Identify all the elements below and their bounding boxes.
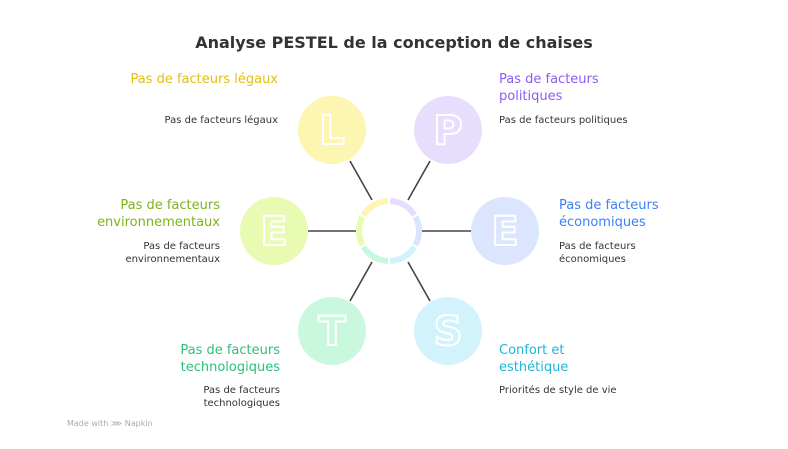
political-letter: P xyxy=(433,108,462,154)
political-ring-segment xyxy=(389,198,417,217)
political-heading: Pas de facteurs politiques xyxy=(499,72,599,104)
technological-heading: Pas de facteurs technologiques xyxy=(180,343,280,375)
environmental-ring-segment xyxy=(356,215,366,247)
legal-ring-segment xyxy=(361,198,389,217)
social-node: S xyxy=(414,297,482,365)
economic-desc: Pas de facteurs économiques xyxy=(559,241,636,265)
connector-p xyxy=(407,160,431,201)
connector-l xyxy=(349,160,373,201)
social-letter: S xyxy=(434,309,463,355)
legal-circle xyxy=(298,96,366,164)
legal-heading: Pas de facteurs légaux xyxy=(130,72,278,87)
environmental-letter: E xyxy=(260,209,287,255)
economic-ring-segment xyxy=(412,215,422,247)
political-desc: Pas de facteurs politiques xyxy=(499,115,628,126)
economic-node: E xyxy=(471,197,539,265)
political-circle xyxy=(414,96,482,164)
economic-circle xyxy=(471,197,539,265)
social-heading: Confort et esthétique xyxy=(499,343,569,375)
page-title: Analyse PESTEL de la conception de chais… xyxy=(195,33,593,52)
center-ring xyxy=(356,198,422,264)
technological-letter: T xyxy=(318,309,346,355)
economic-heading: Pas de facteurs économiques xyxy=(559,198,659,230)
environmental-node: E xyxy=(240,197,308,265)
legal-letter: L xyxy=(319,108,345,154)
environmental-heading: Pas de facteurs environnementaux xyxy=(97,198,220,230)
technological-desc: Pas de facteurs technologiques xyxy=(203,385,280,409)
legal-node: L xyxy=(298,96,366,164)
technological-ring-segment xyxy=(361,245,389,264)
environmental-desc: Pas de facteurs environnementaux xyxy=(125,241,220,265)
social-desc: Priorités de style de vie xyxy=(499,385,617,396)
economic-letter: E xyxy=(491,209,518,255)
technological-node: T xyxy=(298,297,366,365)
footer-credit: Made with ⋙ Napkin xyxy=(67,419,153,428)
social-ring-segment xyxy=(389,245,417,264)
legal-desc: Pas de facteurs légaux xyxy=(164,115,279,126)
connector-s xyxy=(407,261,431,302)
social-circle xyxy=(414,297,482,365)
connector-t xyxy=(349,261,373,302)
political-node: P xyxy=(414,96,482,164)
technological-circle xyxy=(298,297,366,365)
environmental-circle xyxy=(240,197,308,265)
